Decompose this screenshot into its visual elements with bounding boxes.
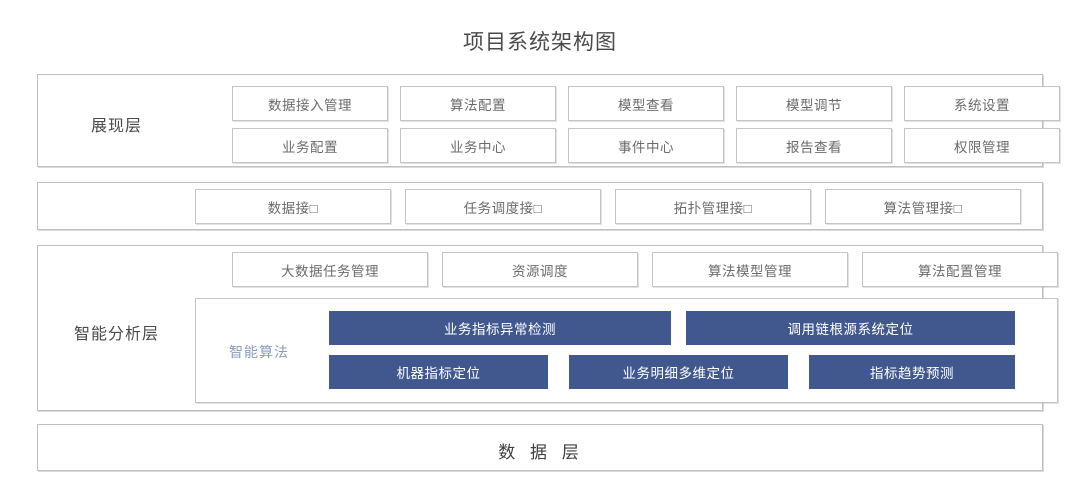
cell-trace-root-cause-location[interactable]: 调用链根源系统定位 xyxy=(686,311,1015,345)
inner-label-intelligent-algorithms: 智能算法 xyxy=(229,344,289,360)
cell-model-view[interactable]: 模型查看 xyxy=(568,86,724,121)
cell-machine-metric-location[interactable]: 机器指标定位 xyxy=(329,355,548,389)
layer-label-analysis: 智能分析层 xyxy=(73,326,159,343)
cell-resource-scheduling[interactable]: 资源调度 xyxy=(442,252,638,287)
cell-algorithm-config[interactable]: 算法配置 xyxy=(400,86,556,121)
inner-panel-intelligent-algorithms: 智能算法 业务指标异常检测 调用链根源系统定位 机器指标定位 业务明细多维定位 … xyxy=(195,298,1058,403)
cell-algorithm-model-management[interactable]: 算法模型管理 xyxy=(652,252,848,287)
cell-business-detail-multidim-location[interactable]: 业务明细多维定位 xyxy=(569,355,788,389)
cell-data-access-management[interactable]: 数据接入管理 xyxy=(232,86,388,121)
layer-label-data: 数 据 层 xyxy=(498,443,584,462)
page-title: 项目系统架构图 xyxy=(463,31,617,54)
cell-event-center[interactable]: 事件中心 xyxy=(568,128,724,163)
cell-business-center[interactable]: 业务中心 xyxy=(400,128,556,163)
cell-system-settings[interactable]: 系统设置 xyxy=(904,86,1060,121)
cell-business-config[interactable]: 业务配置 xyxy=(232,128,388,163)
cell-data-interface[interactable]: 数据接□ xyxy=(195,189,391,224)
layer-interface: 数据接□ 任务调度接□ 拓扑管理接□ 算法管理接□ xyxy=(37,182,1043,230)
cell-business-metric-anomaly-detection[interactable]: 业务指标异常检测 xyxy=(329,311,671,345)
cell-metric-trend-forecast[interactable]: 指标趋势预测 xyxy=(809,355,1015,389)
cell-report-view[interactable]: 报告查看 xyxy=(736,128,892,163)
cell-topology-management-interface[interactable]: 拓扑管理接□ xyxy=(615,189,811,224)
cell-permission-management[interactable]: 权限管理 xyxy=(904,128,1060,163)
layer-data: 数 据 层 xyxy=(37,424,1043,471)
cell-algorithm-config-management[interactable]: 算法配置管理 xyxy=(862,252,1058,287)
cell-task-schedule-interface[interactable]: 任务调度接□ xyxy=(405,189,601,224)
layer-presentation: 展现层 数据接入管理 算法配置 模型查看 模型调节 系统设置 业务配置 业务中心… xyxy=(37,74,1060,167)
cell-bigdata-task-management[interactable]: 大数据任务管理 xyxy=(232,252,428,287)
cell-model-tuning[interactable]: 模型调节 xyxy=(736,86,892,121)
layer-analysis: 智能分析层 大数据任务管理 资源调度 算法模型管理 算法配置管理 智能算法 业务… xyxy=(37,245,1058,411)
layer-label-presentation: 展现层 xyxy=(90,118,142,135)
cell-algorithm-management-interface[interactable]: 算法管理接□ xyxy=(825,189,1021,224)
